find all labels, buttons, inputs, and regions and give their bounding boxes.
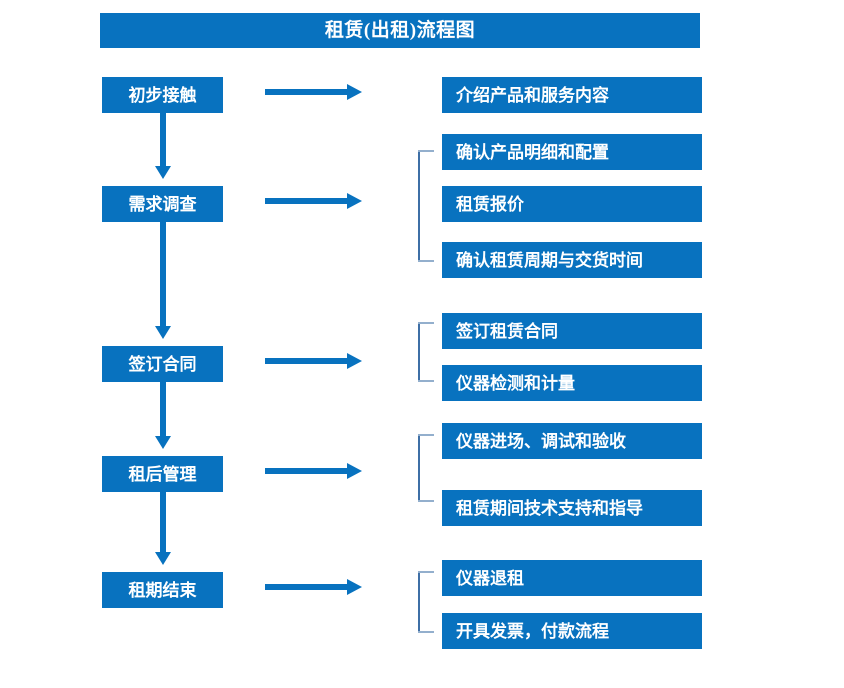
arrow-head [347, 463, 362, 479]
connector-requirements-to-contract [155, 222, 171, 339]
bracket-tip-bottom [418, 631, 434, 633]
arrow-to-intro [265, 84, 362, 100]
arrow-shaft [265, 89, 349, 95]
detail-box[interactable]: 租赁报价 [442, 186, 702, 222]
detail-box[interactable]: 仪器退租 [442, 560, 702, 596]
detail-box-label: 租赁期间技术支持和指导 [456, 498, 643, 518]
arrow-head [155, 326, 171, 339]
detail-box-label: 确认租赁周期与交货时间 [456, 250, 643, 270]
bracket-spine [418, 322, 420, 382]
arrow-shaft [265, 198, 349, 204]
bracket-tip-top [418, 571, 434, 573]
arrow-shaft [160, 492, 166, 553]
bracket-group-requirements [418, 150, 434, 262]
arrow-head [155, 552, 171, 565]
detail-box[interactable]: 仪器检测和计量 [442, 365, 702, 401]
connector-contact-to-requirements [155, 113, 171, 179]
arrow-shaft [265, 468, 349, 474]
stage-box[interactable]: 需求调查 [102, 186, 223, 222]
detail-box[interactable]: 确认产品明细和配置 [442, 134, 702, 170]
arrow-head [347, 353, 362, 369]
arrow-shaft [265, 584, 349, 590]
arrow-head [347, 579, 362, 595]
detail-box[interactable]: 仪器进场、调试和验收 [442, 423, 702, 459]
detail-box-label: 介绍产品和服务内容 [456, 85, 609, 105]
bracket-group-contract [418, 322, 434, 382]
bracket-spine [418, 150, 420, 262]
stage-box[interactable]: 签订合同 [102, 346, 223, 382]
bracket-group-termend [418, 571, 434, 633]
arrow-to-termend [265, 579, 362, 595]
arrow-head [155, 166, 171, 179]
connector-postrent-to-termend [155, 492, 171, 565]
arrow-head [155, 436, 171, 449]
detail-box[interactable]: 租赁期间技术支持和指导 [442, 490, 702, 526]
detail-box[interactable]: 签订租赁合同 [442, 313, 702, 349]
stage-box-label: 需求调查 [128, 194, 197, 214]
arrow-shaft [265, 358, 349, 364]
arrow-shaft [160, 222, 166, 327]
detail-box-label: 仪器退租 [456, 568, 524, 588]
stage-box-label: 初步接触 [128, 85, 197, 105]
detail-box[interactable]: 开具发票，付款流程 [442, 613, 702, 649]
detail-box[interactable]: 介绍产品和服务内容 [442, 77, 702, 113]
stage-box-label: 租期结束 [128, 580, 197, 600]
page-title: 租赁(出租)流程图 [324, 20, 476, 41]
stage-box[interactable]: 初步接触 [102, 77, 223, 113]
detail-box-label: 签订租赁合同 [456, 321, 558, 341]
stage-box-label: 租后管理 [128, 464, 197, 484]
arrow-shaft [160, 381, 166, 437]
stage-box[interactable]: 租期结束 [102, 572, 223, 608]
arrow-to-contract [265, 353, 362, 369]
flowchart-title-banner: 租赁(出租)流程图 [100, 13, 700, 48]
detail-box-label: 租赁报价 [456, 194, 524, 214]
arrow-shaft [160, 113, 166, 167]
bracket-tip-bottom [418, 380, 434, 382]
arrow-to-postrent [265, 463, 362, 479]
bracket-tip-top [418, 434, 434, 436]
arrow-head [347, 84, 362, 100]
stage-box-label: 签订合同 [128, 354, 197, 374]
bracket-group-postrent [418, 434, 434, 502]
detail-box-label: 仪器检测和计量 [456, 373, 575, 393]
detail-box[interactable]: 确认租赁周期与交货时间 [442, 242, 702, 278]
detail-box-label: 仪器进场、调试和验收 [456, 431, 626, 451]
bracket-tip-bottom [418, 500, 434, 502]
stage-box[interactable]: 租后管理 [102, 456, 223, 492]
connector-contract-to-postrent [155, 381, 171, 449]
bracket-spine [418, 571, 420, 633]
arrow-head [347, 193, 362, 209]
detail-box-label: 开具发票，付款流程 [456, 621, 609, 641]
bracket-tip-bottom [418, 260, 434, 262]
bracket-tip-top [418, 150, 434, 152]
arrow-to-requirements [265, 193, 362, 209]
detail-box-label: 确认产品明细和配置 [456, 142, 609, 162]
bracket-tip-top [418, 322, 434, 324]
bracket-spine [418, 434, 420, 502]
